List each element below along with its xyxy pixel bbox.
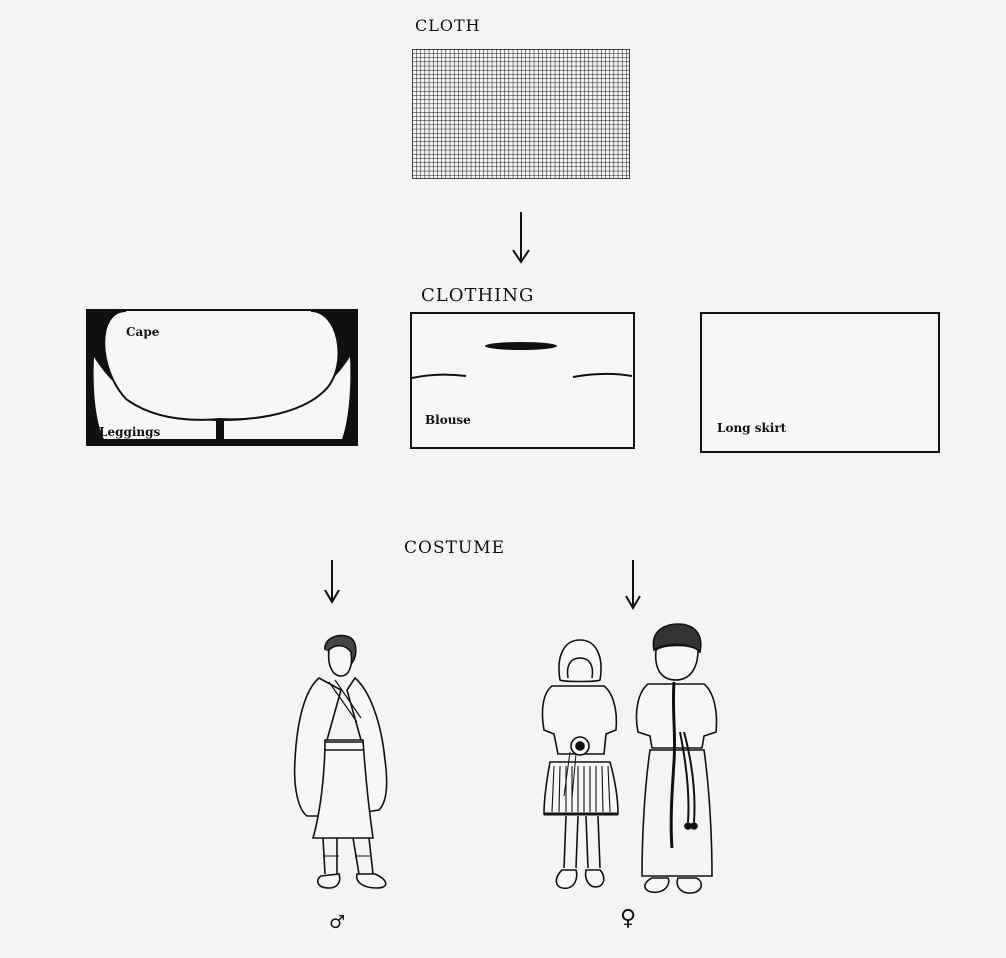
cloth-grid	[412, 49, 630, 179]
long-skirt-pattern-panel	[700, 312, 940, 453]
blouse-pattern-lines	[411, 342, 633, 379]
cape-pattern-panel	[86, 309, 358, 446]
arrow-down-icon	[625, 560, 641, 610]
cape-label: Cape	[126, 325, 160, 339]
clothing-title: CLOTHING	[421, 285, 535, 306]
male-costume-figure	[293, 634, 388, 889]
long-skirt-label: Long skirt	[717, 421, 787, 435]
blouse-label: Blouse	[425, 413, 471, 427]
female-costume-figure-back	[635, 623, 718, 894]
arrow-down-icon	[512, 212, 530, 264]
cloth-title: CLOTH	[415, 16, 481, 35]
blouse-pattern-panel	[410, 312, 635, 449]
male-symbol: ♂	[329, 912, 346, 933]
female-symbol: ♀	[620, 906, 637, 931]
leggings-label: Leggings	[99, 425, 161, 439]
female-costume-figure-front	[541, 639, 619, 890]
costume-title: COSTUME	[404, 538, 506, 558]
arrow-down-icon	[324, 560, 340, 604]
